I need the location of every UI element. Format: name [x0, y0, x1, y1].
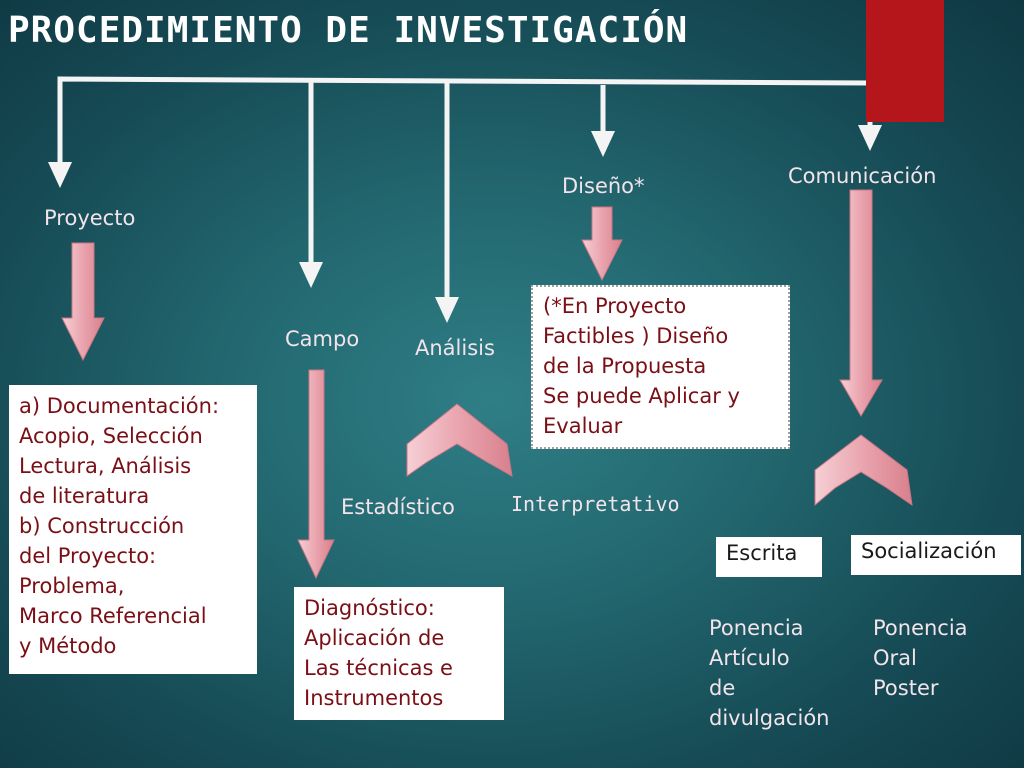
- stage-label-diseno: Diseño*: [562, 174, 645, 198]
- box-line: a) Documentación:: [19, 394, 220, 418]
- list-item: Poster: [873, 676, 939, 700]
- box-line: Instrumentos: [304, 686, 444, 710]
- pink-arrow-proyecto: [61, 242, 105, 362]
- box-line: Evaluar: [543, 414, 623, 438]
- list-item: Ponencia: [873, 616, 968, 640]
- diseno-detail-box: (*En Proyecto Factibles ) Diseño de la P…: [531, 285, 790, 449]
- connector-top-bar: [57, 76, 873, 165]
- stage-label-proyecto: Proyecto: [44, 206, 136, 230]
- list-item: Ponencia: [709, 616, 804, 640]
- box-line: del Proyecto:: [19, 544, 157, 568]
- box-line: Diagnóstico:: [304, 596, 435, 620]
- box-line: Se puede Aplicar y: [543, 384, 740, 408]
- box-line: (*En Proyecto: [543, 294, 687, 318]
- box-line: Problema,: [19, 574, 125, 598]
- pink-split-arrow-analisis: [406, 403, 513, 477]
- list-item: de: [709, 676, 736, 700]
- white-arrowheads: [48, 125, 882, 323]
- box-line: Marco Referencial: [19, 604, 207, 628]
- pink-arrow-campo: [297, 369, 335, 580]
- box-line: Factibles ) Diseño: [543, 324, 729, 348]
- campo-detail-box: Diagnóstico: Aplicación de Las técnicas …: [294, 587, 504, 720]
- white-connectors: [57, 76, 873, 300]
- list-item: Oral: [873, 646, 917, 670]
- stage-label-analisis: Análisis: [415, 336, 495, 360]
- page-title: PROCEDIMIENTO DE INVESTIGACIÓN: [8, 10, 689, 51]
- socializacion-items-list: Ponencia Oral Poster: [873, 613, 968, 703]
- arrowhead-comunicacion: [858, 125, 882, 151]
- list-item: Artículo: [709, 646, 790, 670]
- box-line: Las técnicas e: [304, 656, 453, 680]
- box-line: Lectura, Análisis: [19, 454, 192, 478]
- escrita-items-list: Ponencia Artículo de divulgación: [709, 613, 829, 733]
- pink-arrow-comunicacion: [839, 189, 883, 417]
- pink-arrow-diseno: [581, 206, 623, 282]
- stage-label-campo: Campo: [285, 327, 360, 351]
- arrowhead-diseno: [591, 131, 615, 157]
- list-item: divulgación: [709, 706, 830, 730]
- branch-label-interpretativo: Interpretativo: [511, 492, 680, 516]
- pink-split-arrow-comunicacion: [814, 434, 913, 507]
- proyecto-detail-box: a) Documentación: Acopio, Selección Lect…: [9, 385, 257, 674]
- box-line: de la Propuesta: [543, 354, 707, 378]
- stage-label-comunicacion: Comunicación: [788, 164, 937, 188]
- branch-label-estadistico: Estadístico: [341, 495, 455, 519]
- arrowhead-proyecto: [48, 162, 72, 188]
- arrowhead-campo: [299, 262, 323, 288]
- arrowhead-analisis: [435, 297, 459, 323]
- tag-socializacion: Socialización: [851, 535, 1021, 575]
- box-line: y Método: [19, 634, 117, 658]
- box-line: Aplicación de: [304, 626, 445, 650]
- box-line: b) Construcción: [19, 514, 185, 538]
- box-line: Acopio, Selección: [19, 424, 203, 448]
- tag-escrita: Escrita: [716, 537, 822, 577]
- box-line: de literatura: [19, 484, 150, 508]
- red-corner-tab: [866, 0, 944, 122]
